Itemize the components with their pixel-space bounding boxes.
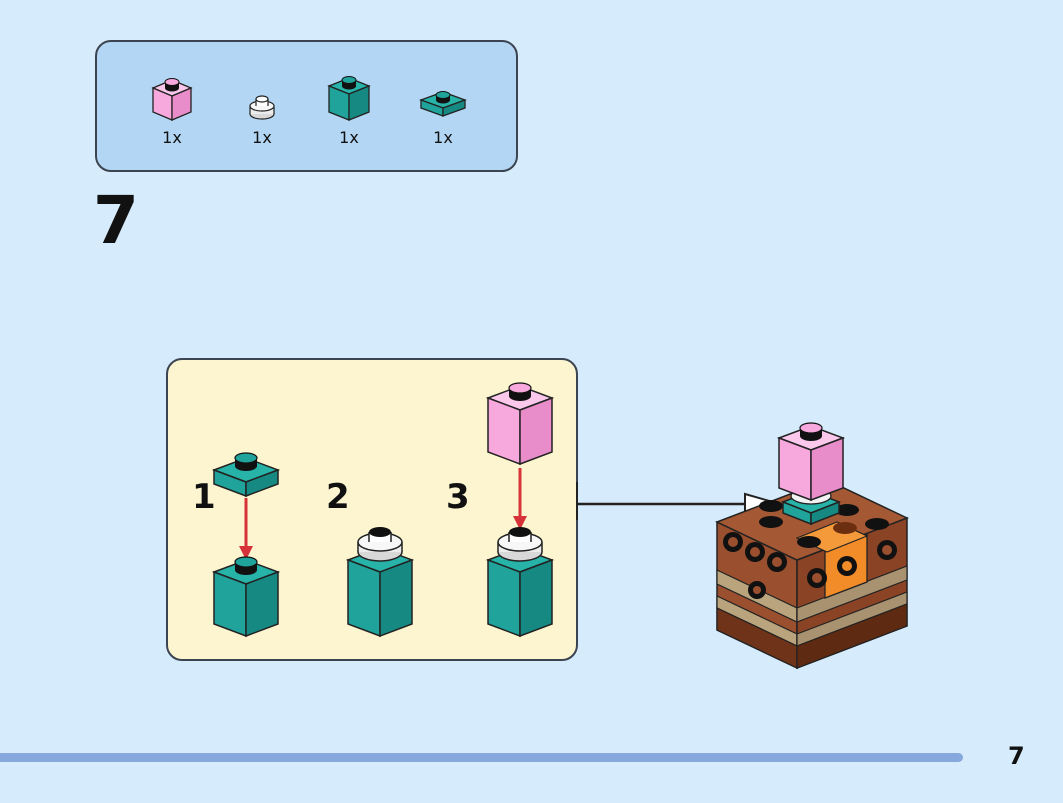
- part-quantity: 1x: [339, 128, 359, 147]
- sub-step-3-arrow: [513, 468, 527, 530]
- sub-step-1-brick: [211, 556, 281, 638]
- added-stack: [776, 422, 846, 526]
- teal-plate-icon: [419, 91, 467, 117]
- sub-step-3-pink-brick: [485, 382, 555, 466]
- sub-step-2-brick: [345, 527, 415, 638]
- part-quantity: 1x: [162, 128, 182, 147]
- sub-build-illustration: [211, 382, 555, 638]
- part-quantity: 1x: [433, 128, 453, 147]
- sub-step-label-2: 2: [326, 477, 350, 517]
- part-quantity: 1x: [252, 128, 272, 147]
- teal-brick-icon: [327, 76, 371, 121]
- sub-step-label-1: 1: [192, 477, 216, 517]
- part-teal-plate: 1x: [415, 82, 471, 147]
- sub-step-1-plate: [211, 452, 281, 498]
- side-studs: [723, 532, 897, 599]
- sub-step-label-3: 3: [446, 477, 470, 517]
- page-number: 7: [1008, 742, 1025, 770]
- part-white-round-plate: 1x: [242, 88, 282, 147]
- part-teal-brick: 1x: [321, 66, 377, 147]
- white-round-plate-icon: [249, 95, 275, 120]
- pink-brick-icon: [151, 78, 193, 121]
- progress-bar: [0, 753, 963, 762]
- main-model-illustration: [576, 422, 909, 670]
- part-pink-brick: 1x: [147, 68, 197, 147]
- step-number: 7: [93, 182, 139, 259]
- parts-list-box: 1x 1x 1x: [95, 40, 518, 172]
- sub-build-box: 1 2 3: [166, 358, 578, 661]
- sub-step-3-brick: [485, 527, 555, 638]
- sub-step-1-arrow: [239, 498, 253, 560]
